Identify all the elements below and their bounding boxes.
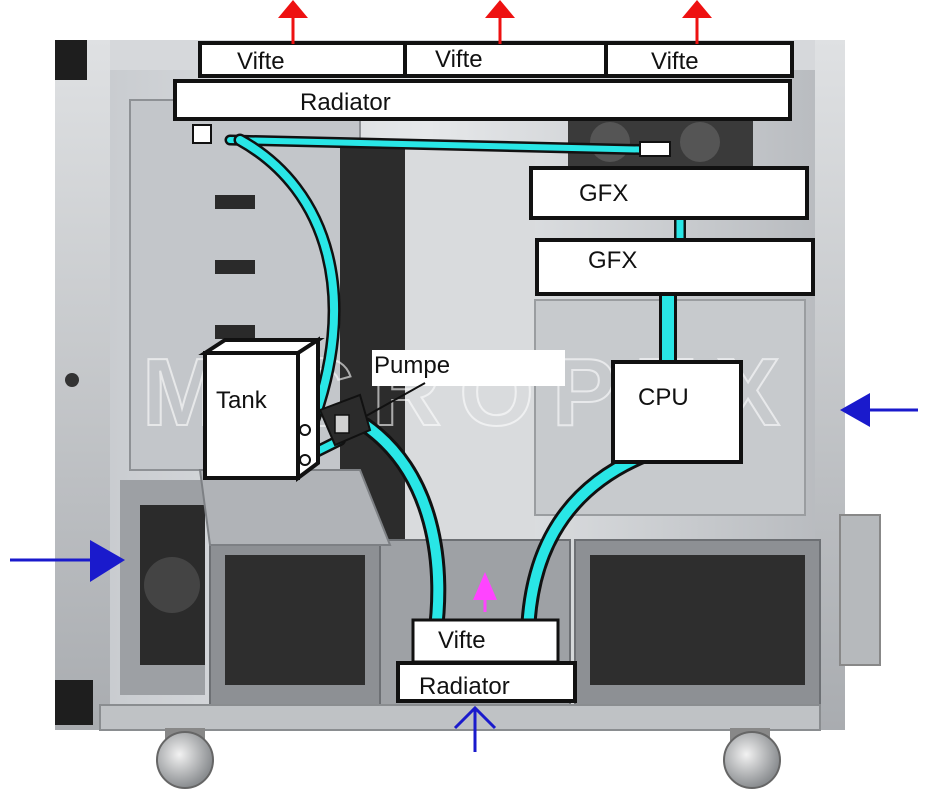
top-fan-2-label: Vifte [435, 46, 483, 73]
bottom-radiator: Radiator [396, 661, 577, 703]
cpu-label: CPU [638, 384, 689, 411]
top-radiator-label: Radiator [300, 89, 391, 116]
bottom-radiator-label: Radiator [419, 673, 510, 700]
intake-arrow-left [10, 540, 125, 582]
exhaust-arrow-1 [278, 0, 308, 44]
gfx-1-label: GFX [579, 180, 628, 207]
pump-label: Pumpe [374, 352, 450, 379]
top-radiator: Radiator [173, 79, 792, 121]
intake-arrow-right [840, 393, 918, 427]
bottom-fan: Vifte [411, 618, 560, 664]
pump [318, 393, 372, 447]
exhaust-arrow-2 [485, 0, 515, 44]
exhaust-arrow-3 [682, 0, 712, 44]
intake-arrow-bottom [453, 705, 497, 752]
cpu-block: CPU [611, 360, 743, 464]
reservoir-tank: Tank [198, 336, 325, 482]
top-fan-row: Vifte Vifte Vifte [198, 41, 794, 78]
gfx-card-2: GFX [535, 238, 815, 296]
case-wheels [156, 728, 781, 789]
bottom-fan-airflow-arrow [473, 572, 497, 612]
tank-label: Tank [216, 387, 268, 414]
top-fan-1-label: Vifte [237, 48, 285, 75]
gfx-card-1: GFX [529, 166, 809, 220]
bottom-fan-label: Vifte [438, 627, 486, 654]
top-fan-3-label: Vifte [651, 48, 699, 75]
gfx-2-label: GFX [588, 247, 637, 274]
pump-label-box: Pumpe [349, 350, 565, 426]
